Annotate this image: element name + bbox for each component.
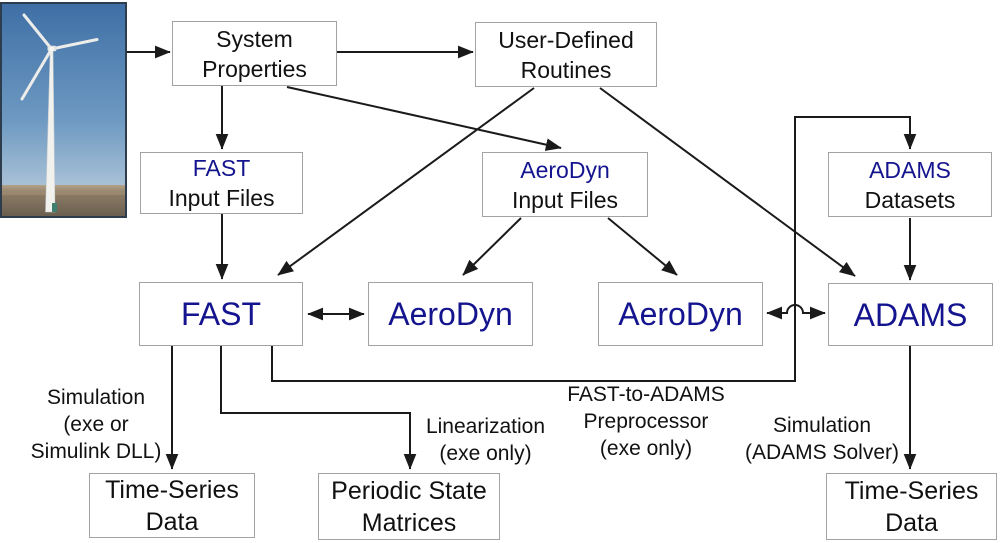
label-line: (exe only) [439,442,532,465]
label-line: Simulink DLL) [30,440,162,463]
label-line: Linearization [425,415,546,438]
box-label-line: AeroDyn [618,296,743,332]
label-line: (exe only) [599,437,693,460]
box-label-line: AeroDyn [388,296,513,332]
label-fast-to-adams-preprocessor: FAST-to-ADAMS Preprocessor (exe only) [553,381,739,462]
box-label-line: Data [885,508,938,537]
box-label-line: ADAMS [853,296,968,333]
box-label-line: System [216,25,293,52]
photo-sky [0,2,127,186]
box-label-line: Routines [520,56,612,83]
box-fast-input-files: FAST Input Files [140,152,303,214]
box-system-properties: System Properties [172,21,337,86]
label-line: (exe or [63,413,129,436]
box-adams: ADAMS [828,283,993,346]
box-aerodyn-left: AeroDyn [368,282,533,346]
box-label-line: Periodic State [331,476,487,505]
wind-turbine-photo [0,2,127,218]
box-label-line: FAST [180,296,261,332]
label-line: (ADAMS Solver) [744,441,900,464]
box-time-series-data-right: Time-Series Data [826,473,997,540]
box-label-line: Datasets [864,186,956,213]
arrow-aerodyn-input-files-to-aerodyn-left [462,217,522,276]
box-label-line: FAST [192,155,251,181]
photo-border [0,2,127,218]
box-label-line: Data [145,507,199,536]
label-line: Simulation [46,386,146,409]
label-line: FAST-to-ADAMS [567,383,725,406]
box-adams-datasets: ADAMS Datasets [828,152,992,217]
photo-base-structure [52,203,57,212]
arrow-user-defined-routines-to-fast [277,87,535,276]
photo-ground [0,185,127,218]
label-linearization: Linearization (exe only) [398,413,573,467]
box-aerodyn-right: AeroDyn [598,282,763,346]
arrow-fast-linearization-to-periodic-state-matrices [220,346,417,470]
arrow-system-properties-to-aerodyn-input-files [286,86,562,151]
box-label-line: Matrices [361,508,457,537]
arrow-aerodyn-input-files-to-aerodyn-right [607,217,678,276]
box-label-line: Properties [202,55,307,82]
label-simulation-adams-solver: Simulation (ADAMS Solver) [722,412,922,466]
box-fast: FAST [139,282,303,346]
box-time-series-data-left: Time-Series Data [89,473,255,538]
box-label-line: Input Files [511,186,619,213]
box-label-line: Time-Series [105,475,239,504]
photo-turbine-hub [48,46,55,52]
box-periodic-state-matrices: Periodic State Matrices [318,473,500,540]
arrow-user-defined-routines-to-adams [599,87,856,277]
label-line: Preprocessor [583,410,709,433]
box-user-defined-routines: User-Defined Routines [475,22,657,87]
box-label-line: Input Files [168,185,275,211]
box-label-line: AeroDyn [520,156,610,183]
box-label-line: User-Defined [498,26,634,53]
photo-turbine-blades [20,13,99,101]
label-simulation-exe-simulink: Simulation (exe or Simulink DLL) [8,384,184,465]
arrow-fast-preprocessor-to-adams-datasets [271,116,917,382]
box-label-line: Time-Series [844,476,979,505]
box-label-line: ADAMS [869,156,951,183]
label-line: Simulation [772,414,872,437]
box-aerodyn-input-files: AeroDyn Input Files [482,152,648,217]
